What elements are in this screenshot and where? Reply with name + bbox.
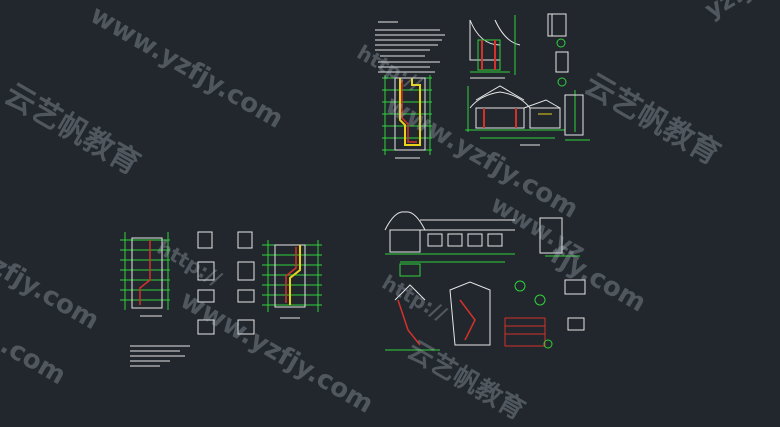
- sheet-top-right: [375, 13, 590, 159]
- details-center: [197, 231, 255, 335]
- corridor-elevation: [384, 211, 515, 277]
- plan-2: [262, 240, 322, 319]
- column-detail: [547, 13, 569, 87]
- cad-drawing-canvas: [120, 13, 590, 367]
- right-details: [514, 217, 586, 331]
- plan-left-drawing: [382, 75, 432, 159]
- notes-block: [375, 21, 445, 73]
- pavilion-elevation: [465, 85, 576, 146]
- plan-1: [120, 232, 170, 317]
- sheet-bottom-left: [120, 231, 322, 367]
- sheet-bottom-right: [384, 211, 586, 351]
- notes-bottom-left: [130, 345, 190, 367]
- lower-details: [385, 281, 553, 351]
- side-detail: [564, 94, 590, 141]
- pavilion-section: [469, 15, 521, 79]
